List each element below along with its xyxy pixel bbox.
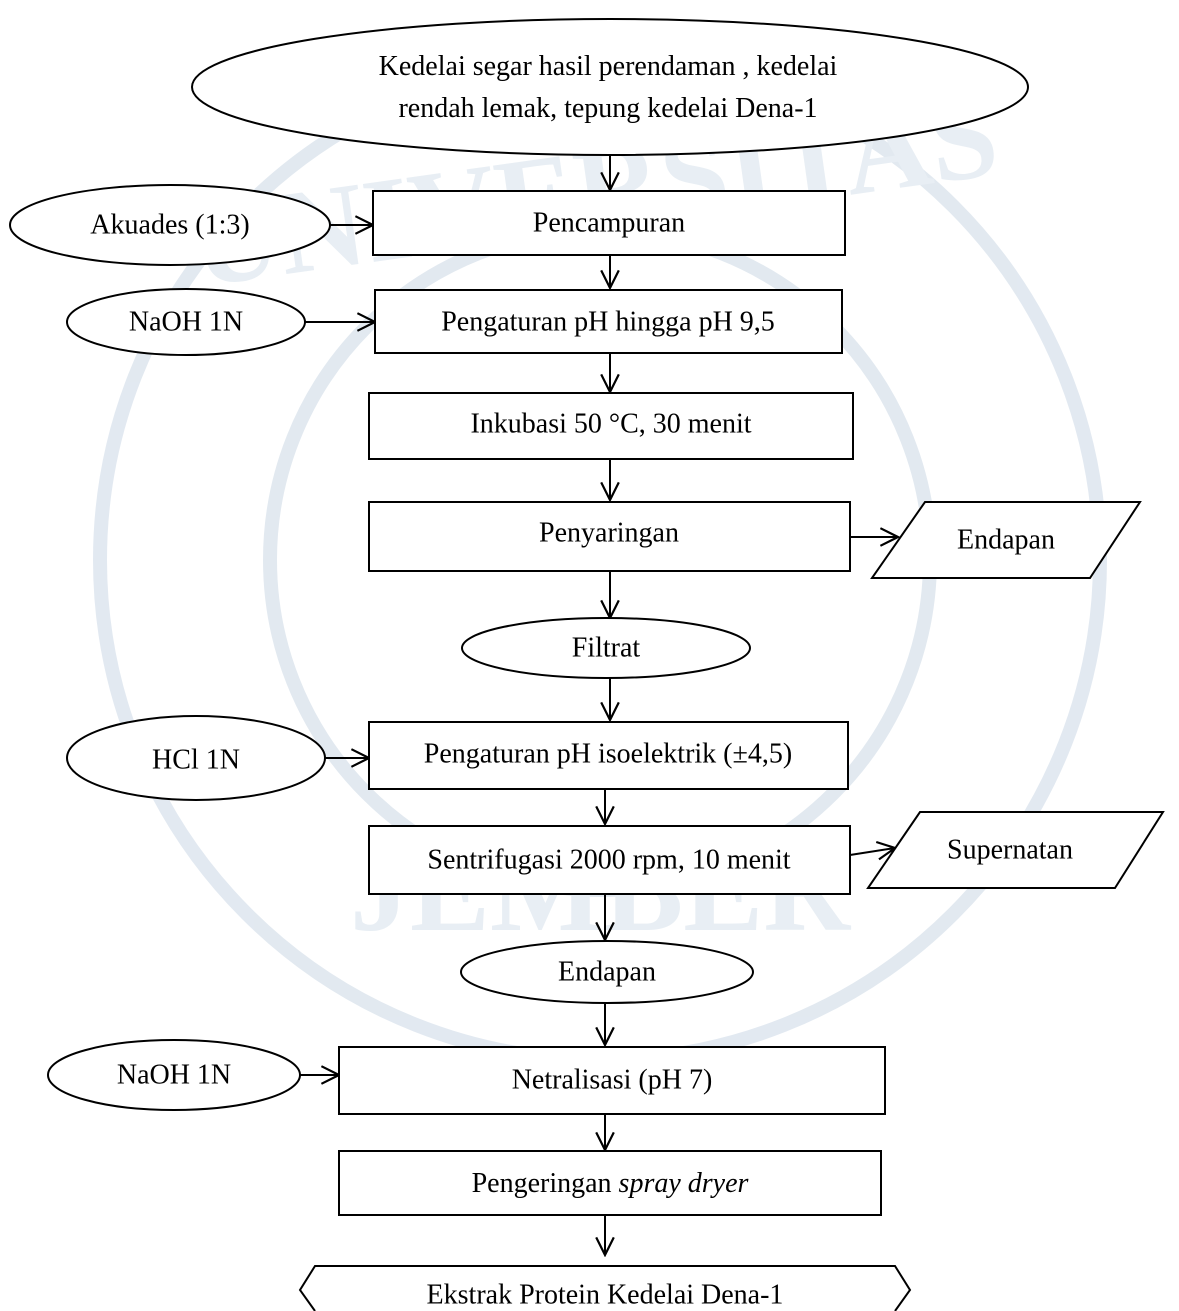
node-naoh-2-label: NaOH 1N: [117, 1060, 231, 1091]
node-netralisasi-label: Netralisasi (pH 7): [512, 1065, 713, 1096]
node-hcl-label: HCl 1N: [152, 745, 240, 776]
node-akuades-label: Akuades (1:3): [90, 210, 249, 241]
node-akuades: Akuades (1:3): [9, 184, 331, 266]
node-pengeringan: Pengeringan spray dryer: [338, 1150, 882, 1216]
node-sentrifugasi: Sentrifugasi 2000 rpm, 10 menit: [368, 825, 851, 895]
node-start-line1: Kedelai segar hasil perendaman , kedelai: [379, 51, 838, 82]
node-naoh-1: NaOH 1N: [66, 288, 306, 356]
node-pencampuran: Pencampuran: [372, 190, 846, 256]
node-result-label: Ekstrak Protein Kedelai Dena-1: [427, 1280, 784, 1311]
node-ph-95-label: Pengaturan pH hingga pH 9,5: [441, 307, 775, 338]
node-sentrifugasi-label: Sentrifugasi 2000 rpm, 10 menit: [427, 845, 790, 876]
node-hcl: HCl 1N: [66, 715, 326, 801]
node-netralisasi: Netralisasi (pH 7): [338, 1046, 886, 1115]
node-inkubasi: Inkubasi 50 °C, 30 menit: [368, 392, 854, 460]
node-penyaringan-label: Penyaringan: [539, 518, 679, 549]
node-endapan-label: Endapan: [558, 957, 656, 988]
node-endapan-output: Endapan: [870, 501, 1142, 579]
node-pengeringan-text: Pengeringan: [472, 1168, 619, 1199]
node-result: Ekstrak Protein Kedelai Dena-1: [298, 1265, 912, 1311]
node-pengeringan-italic: spray dryer: [619, 1168, 749, 1199]
node-ph-iso-label: Pengaturan pH isoelektrik (±4,5): [424, 739, 792, 770]
node-ph-95: Pengaturan pH hingga pH 9,5: [374, 289, 843, 354]
connectors: [300, 155, 898, 1255]
node-pencampuran-label: Pencampuran: [533, 208, 685, 239]
node-ph-iso: Pengaturan pH isoelektrik (±4,5): [368, 721, 849, 790]
node-inkubasi-label: Inkubasi 50 °C, 30 menit: [470, 409, 751, 440]
node-supernatan-label: Supernatan: [947, 835, 1073, 866]
node-filtrat: Filtrat: [461, 617, 751, 679]
node-naoh-2: NaOH 1N: [47, 1039, 301, 1111]
node-endapan: Endapan: [460, 940, 754, 1004]
node-naoh-1-label: NaOH 1N: [129, 307, 243, 338]
node-penyaringan: Penyaringan: [368, 501, 851, 572]
node-endapan-output-label: Endapan: [957, 525, 1055, 556]
node-filtrat-label: Filtrat: [572, 633, 641, 664]
arrow-sentrifugasi-to-supernatan: [849, 848, 895, 855]
node-supernatan: Supernatan: [866, 811, 1165, 889]
node-pengeringan-label: Pengeringan spray dryer: [472, 1168, 749, 1199]
node-start-line2: rendah lemak, tepung kedelai Dena-1: [398, 93, 817, 124]
node-start: Kedelai segar hasil perendaman , kedelai…: [191, 18, 1029, 156]
